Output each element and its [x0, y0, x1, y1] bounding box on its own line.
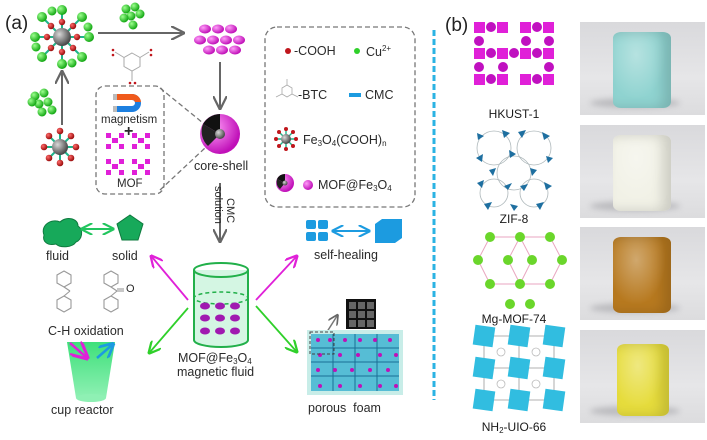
- legend-btc-label: -BTC: [298, 88, 328, 102]
- legend-core-shell-icon: [276, 174, 294, 192]
- cup-reactor-icon: [67, 342, 115, 402]
- magnetic-fluid-cylinder-icon: [193, 262, 249, 348]
- legend-fe3o4-cooh-icon: [274, 127, 298, 151]
- mof-lattice-icon: [106, 133, 150, 175]
- foam-cylinder: [613, 135, 671, 211]
- legend-cooh-dot-icon: [285, 48, 291, 54]
- btc-molecule-icon: [111, 48, 153, 85]
- fluid-label: fluid: [46, 249, 69, 263]
- cmc-solution-line2: solution: [212, 186, 224, 224]
- legend-cu-dot-icon: [354, 48, 360, 54]
- magnetism-mof-inset-box: [95, 85, 165, 195]
- solid-label: solid: [112, 249, 138, 263]
- legend-cmc-bar-icon: [349, 93, 361, 97]
- cmc-solution-label: CMC solution: [212, 186, 236, 224]
- arrow-to-cup: [150, 307, 189, 352]
- cu-ion-cluster-icon: [27, 88, 57, 117]
- fe3o4-cooh-particle-icon: [40, 127, 80, 167]
- core-shell-label: core-shell: [194, 159, 249, 173]
- foam-cylinder: [613, 237, 671, 313]
- porous-foam-structure-icon: [307, 330, 403, 395]
- solid-pentagon-icon: [116, 214, 144, 241]
- arrow-to-self-healing: [255, 257, 296, 301]
- foam-photo-hkust-1: [580, 22, 705, 115]
- mof-name-mg-mof-74: Mg-MOF-74: [481, 312, 547, 326]
- panel-b-tag: (b): [445, 15, 469, 36]
- mof-name-zif-8: ZIF-8: [499, 212, 529, 226]
- legend-btc-icon: [275, 79, 299, 98]
- porous-foam-label: porous foam: [308, 401, 381, 415]
- mof-cluster-icon: [194, 24, 245, 55]
- legend-cmc-label: CMC: [365, 88, 394, 102]
- self-healing-label: self-healing: [314, 248, 378, 262]
- mof-name-nh2-uio-66: NH2-UIO-66: [481, 420, 547, 435]
- legend-mof-fe3o4-label: MOF@Fe3O4: [318, 178, 392, 193]
- nh2-uio-66-structure-icon: [472, 324, 566, 412]
- arrow-to-foam: [255, 305, 296, 351]
- foam-cylinder: [617, 344, 669, 416]
- mof-label: MOF: [117, 178, 143, 190]
- legend-mof-dot-icon: [303, 180, 313, 190]
- fluid-blob-icon: [42, 218, 83, 248]
- foam-photo-nh2-uio-66: [580, 330, 705, 423]
- arrow-to-solid: [152, 257, 189, 301]
- core-shell-sphere-icon: [200, 114, 240, 154]
- ch-oxidation-label: C-H oxidation: [48, 324, 124, 338]
- mg-mof-74-structure-icon: [473, 232, 567, 309]
- magnetic-fluid-label-1: MOF@Fe3O4: [178, 351, 252, 366]
- panel-a-tag: (a): [5, 13, 29, 34]
- legend-fe3o4-cooh-label: Fe3O4(COOH)n: [303, 133, 387, 148]
- cu-ion-cluster-top-icon: [119, 2, 145, 30]
- magnetic-fluid-label-2: magnetic fluid: [177, 365, 255, 379]
- foam-photo-mg-mof-74: [580, 227, 705, 320]
- fe3o4-cu-particle-icon: [30, 5, 94, 69]
- diphenylmethane-molecule-icon: [56, 270, 72, 313]
- magnetism-label: magnetism: [101, 114, 158, 126]
- cmc-solution-line1: CMC: [224, 198, 236, 224]
- carbonyl-o-label: O: [126, 283, 135, 295]
- cup-reactor-label: cup reactor: [51, 403, 114, 417]
- self-healing-icon: [306, 219, 402, 243]
- hkust-1-structure-icon: [474, 22, 554, 85]
- benzophenone-molecule-icon: [103, 270, 124, 313]
- foam-photo-zif-8: [580, 125, 705, 218]
- magnet-icon: [113, 93, 141, 112]
- plus-label: +: [124, 123, 134, 140]
- zif-8-structure-icon: [476, 130, 553, 211]
- foam-cylinder: [613, 32, 671, 108]
- legend-cu-label: Cu2+: [366, 44, 392, 59]
- mof-name-hkust-1: HKUST-1: [488, 107, 540, 121]
- porous-foam-grid-icon: [346, 299, 376, 329]
- legend-cooh-label: -COOH: [294, 44, 336, 58]
